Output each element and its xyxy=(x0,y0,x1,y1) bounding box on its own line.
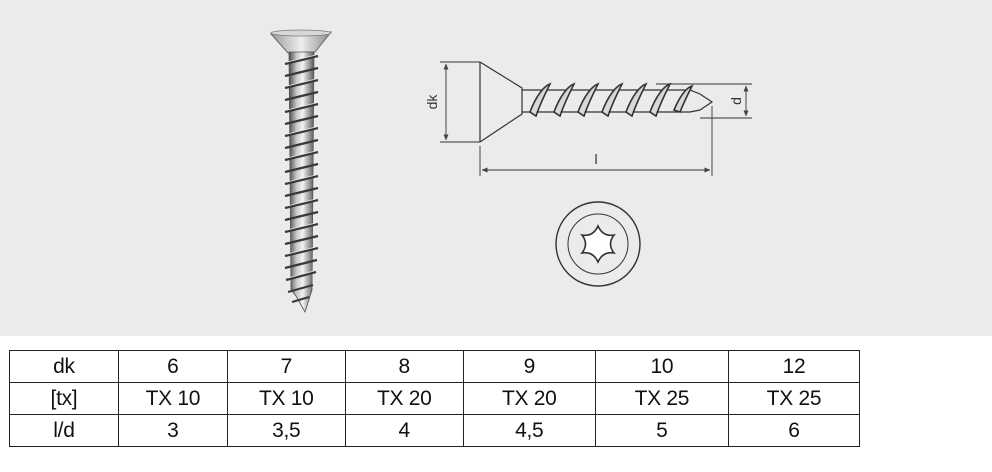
table-cell: 5 xyxy=(594,414,729,447)
dimension-table: dk 6 7 8 9 10 12 [tx] TX 10 TX 10 TX 20 … xyxy=(9,350,861,447)
dim-label-l: l xyxy=(594,151,597,167)
screw-technical-drawing xyxy=(440,61,752,176)
screw-product-figure: dk l d xyxy=(0,0,992,336)
table-cell: TX 10 xyxy=(226,382,346,415)
table-cell: 3,5 xyxy=(226,414,346,447)
table-cell: 9 xyxy=(462,350,596,383)
table-row-tx: [tx] TX 10 TX 10 TX 20 TX 20 TX 25 TX 25 xyxy=(9,382,861,415)
table-cell: TX 20 xyxy=(462,382,596,415)
table-cell: 12 xyxy=(727,350,861,383)
row-header: dk xyxy=(9,350,119,383)
row-header: [tx] xyxy=(9,382,119,415)
table-cell: TX 25 xyxy=(727,382,861,415)
table-cell: 10 xyxy=(594,350,729,383)
table-cell: 4 xyxy=(344,414,464,447)
table-cell: 4,5 xyxy=(462,414,596,447)
table-cell: 8 xyxy=(344,350,464,383)
table-cell: TX 10 xyxy=(117,382,228,415)
table-cell: 7 xyxy=(226,350,346,383)
figure-background xyxy=(0,0,992,336)
dim-label-dk: dk xyxy=(424,94,440,110)
dim-label-d: d xyxy=(728,97,744,105)
table-cell: 6 xyxy=(727,414,861,447)
table-cell: TX 25 xyxy=(594,382,729,415)
screw-photo xyxy=(269,29,333,313)
row-header: l/d xyxy=(9,414,119,447)
table-cell: TX 20 xyxy=(344,382,464,415)
table-cell: 3 xyxy=(117,414,228,447)
torx-drive-icon xyxy=(555,201,641,287)
table-row-l-d: l/d 3 3,5 4 4,5 5 6 xyxy=(9,414,861,447)
table-cell: 6 xyxy=(117,350,228,383)
table-row-dk: dk 6 7 8 9 10 12 xyxy=(9,350,861,383)
